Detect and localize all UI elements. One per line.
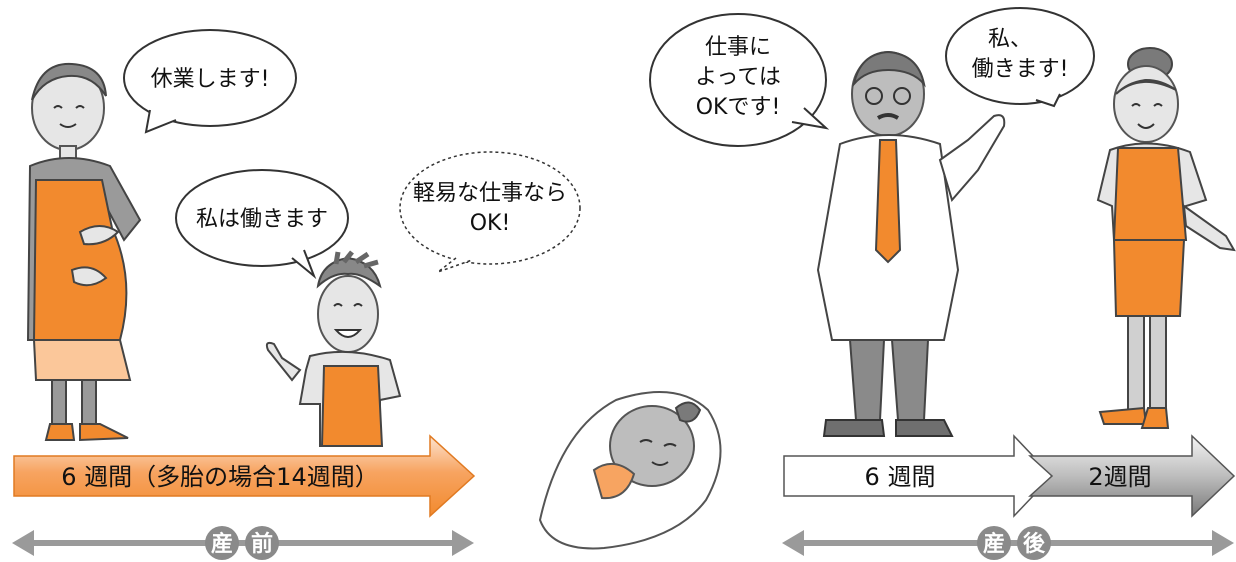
worker-right-speech-line1: 私、 xyxy=(988,27,1032,52)
postnatal-first-label: 6 週間 xyxy=(865,463,936,491)
baby-figure xyxy=(538,391,722,550)
worker-left-speech: 私は働きます xyxy=(196,207,328,232)
prenatal-duration-label: 6 週間（多胎の場合14週間） xyxy=(61,463,378,491)
postnatal-char2: 後 xyxy=(1023,531,1046,557)
prenatal-period-bar: 産 前 xyxy=(12,526,474,560)
postnatal-second-arrow: 2週間 xyxy=(1028,434,1236,518)
pregnant-woman-figure xyxy=(26,62,142,442)
speech-bubble-pregnant-woman: 休業します! xyxy=(123,29,297,134)
postnatal-first-arrow: 6 週間 xyxy=(783,434,1054,518)
dotted-thought-bubble: 軽易な仕事なら OK! xyxy=(399,151,581,273)
worker-right-speech-line2: 働きます! xyxy=(972,57,1069,82)
doctor-speech-line3: OKです! xyxy=(696,95,781,120)
prenatal-duration-arrow: 6 週間（多胎の場合14週間） xyxy=(13,434,476,518)
postnatal-second-label: 2週間 xyxy=(1088,463,1151,491)
postnatal-period-bar: 産 後 xyxy=(782,526,1234,560)
dotted-note-line1: 軽易な仕事なら xyxy=(413,181,567,206)
speech-bubble-worker-left: 私は働きます xyxy=(175,169,349,280)
dotted-note-line2: OK! xyxy=(470,211,511,236)
doctor-figure xyxy=(816,50,1006,437)
speech-bubble-doctor: 仕事に よっては OKです! xyxy=(649,13,830,147)
doctor-speech-line2: よっては xyxy=(695,65,781,90)
doctor-speech-line1: 仕事に xyxy=(705,35,771,60)
prenatal-char1: 産 xyxy=(211,531,233,557)
prenatal-char2: 前 xyxy=(251,531,273,557)
postnatal-char1: 産 xyxy=(983,531,1005,557)
pregnant-woman-speech: 休業します! xyxy=(151,67,270,92)
worker-left-figure xyxy=(265,250,402,447)
speech-bubble-worker-right: 私、 働きます! xyxy=(945,7,1095,108)
worker-right-figure xyxy=(1096,47,1236,429)
